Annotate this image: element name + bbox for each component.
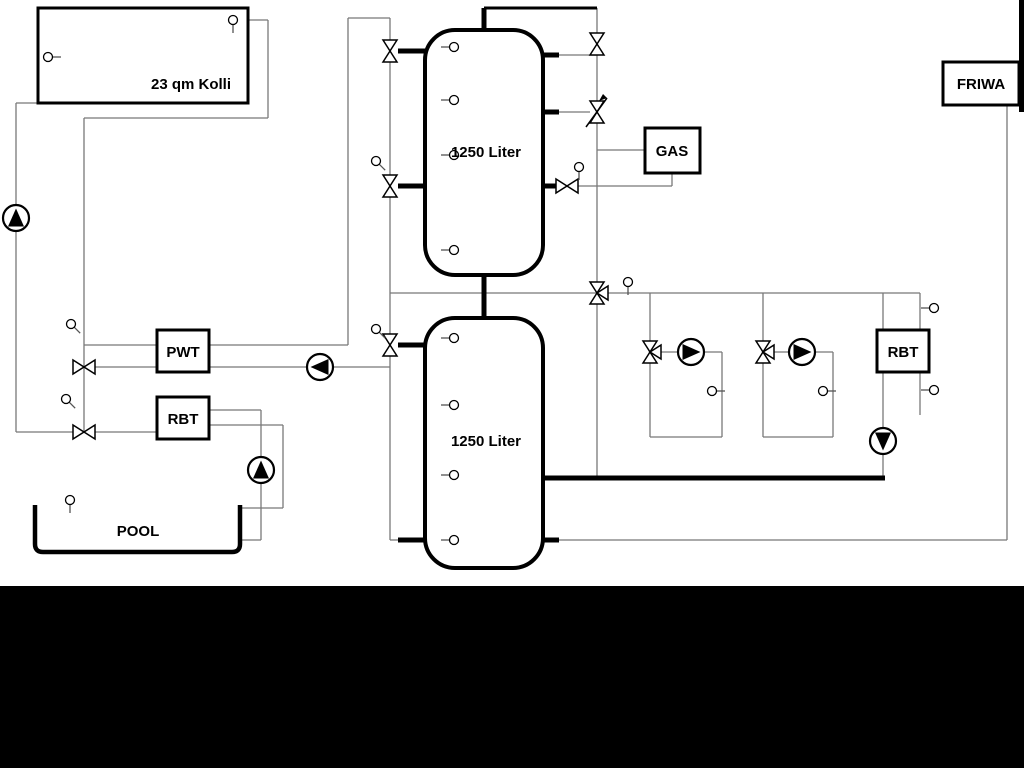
mixing-valve-arrow [585, 94, 608, 128]
pump-icon [868, 426, 898, 456]
pump-icon [305, 352, 335, 382]
gas-boiler-box [643, 126, 702, 175]
three-way-valve-icon [642, 340, 662, 364]
pump-icon [1, 203, 31, 233]
tank-bottom-label: 1250 Liter [451, 433, 521, 450]
sensor-icon [368, 153, 390, 175]
sensor-icon [63, 316, 85, 338]
buffer-tank-top [423, 28, 545, 277]
sensor-icon [64, 494, 76, 514]
sensor-icon [573, 161, 585, 181]
labels: 23 qm Kolli 1250 Liter 1250 Liter GAS FR… [117, 76, 1006, 540]
valve-icon [382, 39, 398, 63]
buffer-tank-bottom [423, 316, 545, 570]
pump-icon [787, 337, 817, 367]
collector-label: 23 qm Kolli [151, 76, 231, 93]
solar-collector-box [36, 6, 250, 105]
valves [72, 32, 775, 440]
rbt-left-label: RBT [168, 411, 199, 428]
pwt-heat-exchanger-box [155, 328, 211, 374]
friwa-label: FRIWA [957, 76, 1005, 93]
letterbox-bottom [0, 586, 1024, 768]
pipes-thin [15, 8, 1008, 541]
pump-icon [246, 455, 276, 485]
sensor-icon [58, 391, 80, 413]
pool-basin [32, 505, 243, 555]
valve-icon [382, 174, 398, 198]
letterbox-right-top [1019, 0, 1024, 112]
valve-icon [589, 32, 605, 56]
valve-icon [555, 178, 579, 194]
pump-icon [676, 337, 706, 367]
tank-top-label: 1250 Liter [451, 144, 521, 161]
rbt-right-label: RBT [888, 344, 919, 361]
rbt-left-box [155, 395, 211, 441]
pwt-label: PWT [166, 344, 199, 361]
gas-label: GAS [656, 143, 689, 160]
pool-label: POOL [117, 523, 160, 540]
three-way-valve-icon [755, 340, 775, 364]
sensor-icon [920, 302, 940, 314]
sensor-icon [920, 384, 940, 396]
rbt-right-box [875, 328, 931, 374]
